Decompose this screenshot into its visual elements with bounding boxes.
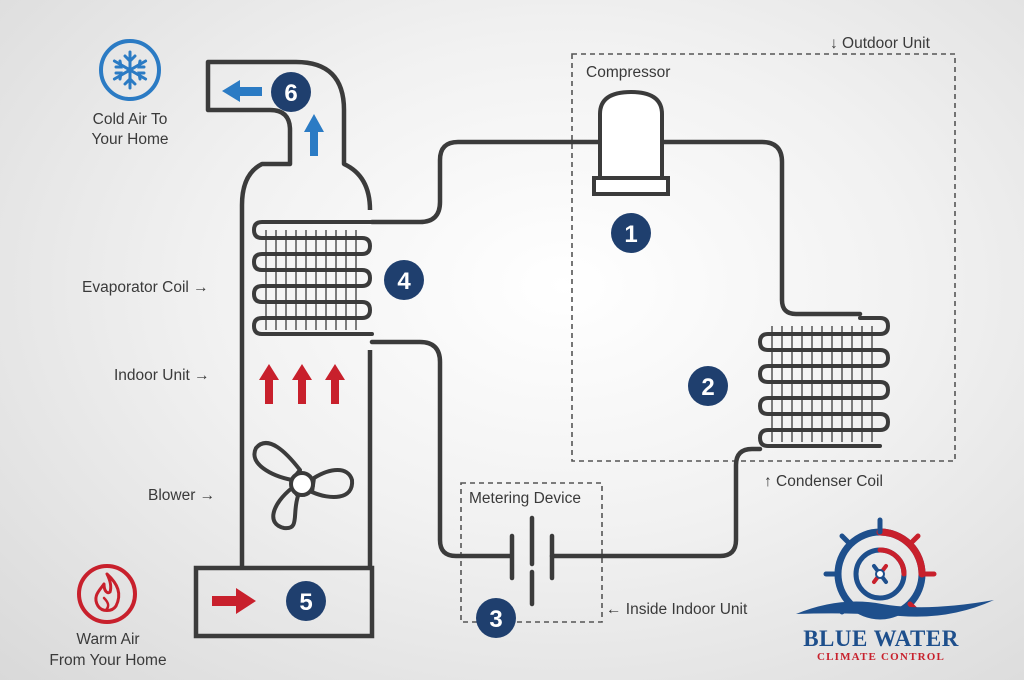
snowflake-icon [99, 39, 161, 101]
svg-text:1: 1 [624, 221, 637, 248]
return-liquid-line [369, 339, 513, 559]
supply-air-left-arrow [222, 80, 262, 102]
warm-air-label-line1: Warm Air [76, 631, 139, 648]
outdoor-unit-box [571, 53, 956, 462]
cold-air-label-line2: Your Home [92, 131, 169, 148]
svg-text:5: 5 [299, 589, 312, 616]
blue-water-logo: BLUE WATER CLIMATE CONTROL [796, 517, 994, 663]
supply-air-up-arrow [304, 114, 324, 156]
step-badge-3: 3 [476, 598, 516, 638]
blower-label: Blower → [148, 487, 215, 504]
warm-air-up-arrows [259, 364, 345, 404]
step-badge-1: 1 [611, 213, 651, 253]
liquid-line [549, 446, 763, 559]
indoor-unit-housing [205, 59, 373, 566]
condenser-coil-label: ↑ Condenser Coil [764, 473, 883, 490]
metering-device-label: Metering Device [469, 490, 581, 507]
blower-fan-icon [252, 441, 355, 531]
logo-tagline: CLIMATE CONTROL [817, 651, 945, 663]
step-badge-6: 6 [271, 72, 311, 112]
flame-icon [77, 564, 137, 624]
step-badge-5: 5 [286, 581, 326, 621]
cold-air-label-line1: Cold Air To [93, 111, 168, 128]
svg-text:4: 4 [397, 268, 411, 295]
condenser-coil [757, 316, 891, 448]
inside-indoor-unit-label: ← Inside Indoor Unit [606, 601, 748, 618]
compressor-base [592, 176, 670, 196]
svg-text:2: 2 [701, 374, 714, 401]
compressor-label: Compressor [586, 64, 670, 81]
evaporator-coil-label: Evaporator Coil → [82, 279, 209, 296]
svg-text:6: 6 [284, 80, 297, 107]
discharge-line [659, 139, 863, 317]
logo-wave [796, 600, 994, 617]
return-air-plenum [193, 565, 375, 639]
return-air-arrow [212, 588, 256, 614]
ship-wheel-icon [823, 517, 937, 620]
step-badge-4: 4 [384, 260, 424, 300]
logo-name: BLUE WATER [803, 626, 959, 651]
step-badge-2: 2 [688, 366, 728, 406]
svg-text:3: 3 [489, 606, 502, 633]
metering-device-box [460, 482, 603, 623]
evaporator-coil [251, 220, 374, 336]
compressor-body [598, 89, 664, 184]
indoor-unit-label: Indoor Unit → [114, 367, 210, 384]
outdoor-unit-label: ↓ Outdoor Unit [830, 35, 931, 52]
suction-line [369, 139, 603, 225]
warm-air-label-line2: From Your Home [49, 652, 166, 669]
